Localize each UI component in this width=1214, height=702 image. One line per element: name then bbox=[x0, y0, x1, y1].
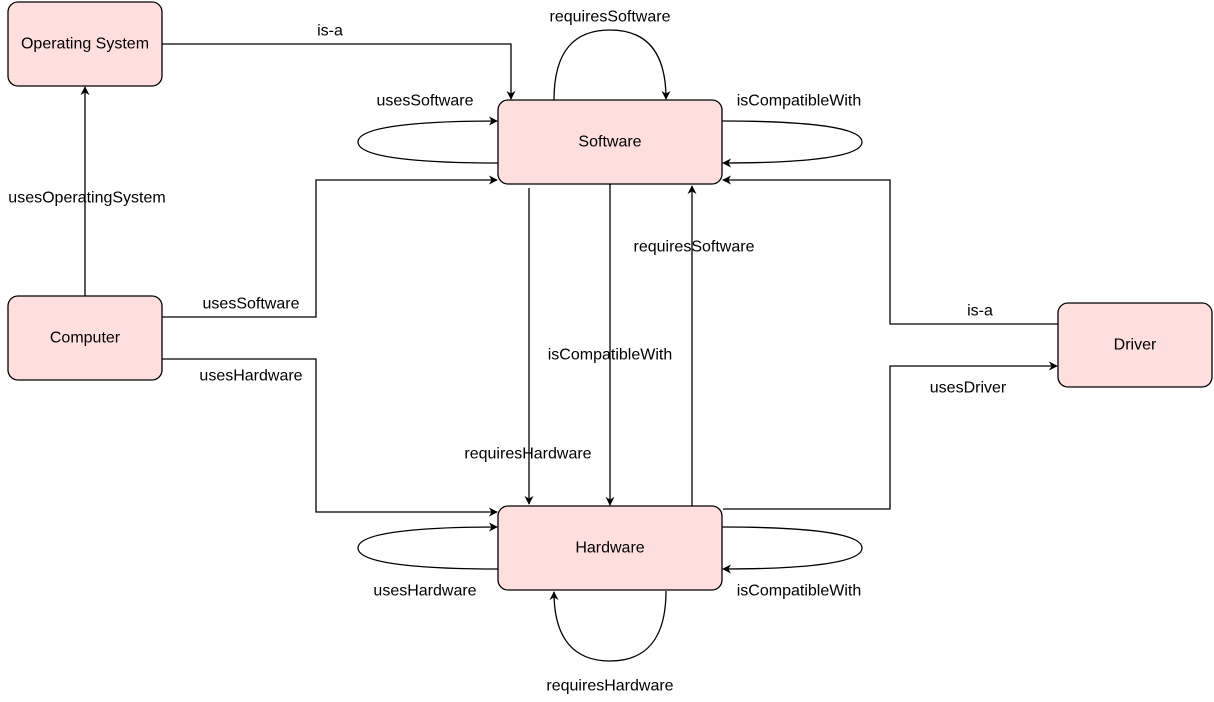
node-driver[interactable]: Driver bbox=[1057, 302, 1213, 388]
edge-label-software-uses-software: usesSoftware bbox=[377, 93, 474, 110]
edge-hardware-compatible-hardware-loop bbox=[721, 526, 863, 574]
node-computer[interactable]: Computer bbox=[7, 295, 163, 381]
edge-software-compatible-software-loop bbox=[721, 120, 863, 168]
edge-label-software-requires-hardware: requiresHardware bbox=[464, 446, 591, 463]
edge-label-hardware-requires-software: requiresSoftware bbox=[634, 239, 755, 256]
edge-hardware-requires-hardware-loop bbox=[549, 590, 667, 662]
edge-hardware-uses-driver bbox=[723, 361, 1058, 510]
edge-driver-is-a-software bbox=[722, 175, 1058, 325]
edge-label-hardware-requires-hardware: requiresHardware bbox=[546, 678, 673, 695]
node-label-driver: Driver bbox=[1114, 337, 1157, 354]
edge-label-driver-is-a-software: is-a bbox=[967, 303, 993, 320]
edge-os-is-a-software bbox=[162, 43, 516, 100]
edge-label-software-compatible-software: isCompatibleWith bbox=[737, 93, 861, 110]
edge-label-computer-uses-os: usesOperatingSystem bbox=[8, 190, 165, 207]
node-software[interactable]: Software bbox=[497, 99, 723, 185]
edge-software-requires-software-loop bbox=[553, 29, 671, 101]
edge-label-computer-uses-software: usesSoftware bbox=[203, 296, 300, 313]
edge-label-software-requires-software: requiresSoftware bbox=[550, 9, 671, 26]
edge-label-hardware-compatible-hardware: isCompatibleWith bbox=[737, 583, 861, 600]
edge-hardware-uses-hardware-loop bbox=[357, 522, 499, 570]
edge-computer-uses-software bbox=[162, 175, 498, 318]
node-label-computer: Computer bbox=[50, 330, 121, 347]
edge-label-hardware-uses-driver: usesDriver bbox=[930, 380, 1007, 397]
edge-software-uses-software-loop bbox=[357, 116, 499, 164]
node-operating-system[interactable]: Operating System bbox=[7, 1, 163, 87]
edge-label-hardware-uses-hardware: usesHardware bbox=[373, 583, 476, 600]
node-label-operating-system: Operating System bbox=[21, 36, 149, 53]
node-hardware[interactable]: Hardware bbox=[497, 505, 723, 591]
edge-label-software-hardware-compatible: isCompatibleWith bbox=[548, 347, 672, 364]
edge-label-computer-uses-hardware: usesHardware bbox=[199, 368, 302, 385]
node-label-software: Software bbox=[578, 134, 641, 151]
edge-label-os-is-a-software: is-a bbox=[317, 23, 343, 40]
edge-computer-uses-hardware bbox=[162, 358, 498, 517]
node-label-hardware: Hardware bbox=[575, 540, 644, 557]
